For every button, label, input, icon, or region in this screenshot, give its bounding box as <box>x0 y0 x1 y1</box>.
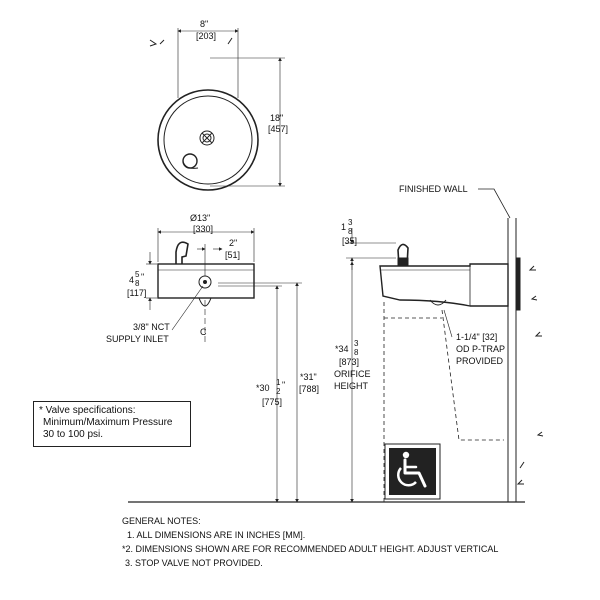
offset-dim-mm: [51] <box>225 250 240 260</box>
width-dim-label: 8" <box>200 19 208 29</box>
diameter-dim-mm: [330] <box>193 224 213 234</box>
dim-30-den: 2 <box>276 387 281 396</box>
valve-note-line1: * Valve specifications: <box>39 405 136 416</box>
side-view <box>128 188 544 503</box>
general-note-1: 1. ALL DIMENSIONS ARE IN INCHES [MM]. <box>127 530 306 540</box>
offset-dim-label: 2" <box>229 238 237 248</box>
dim-31-mm: [788] <box>299 384 319 394</box>
diameter-dim-label: Ø13" <box>190 213 210 223</box>
ptrap-side <box>429 299 447 306</box>
general-note-2: *2. DIMENSIONS SHOWN ARE FOR RECOMMENDED… <box>122 544 499 554</box>
orifice-den: 8 <box>354 348 359 357</box>
bowl-inner-top <box>163 95 253 185</box>
top-dim-num: 3 <box>348 218 353 227</box>
top-dim-whole: 1 <box>341 222 346 232</box>
bowl-height-unit: " <box>141 272 144 282</box>
mounting-plate <box>515 257 521 311</box>
top-dim-mm: [35] <box>342 236 357 246</box>
bubbler-front <box>175 241 189 264</box>
orifice-label1: ORIFICE <box>334 369 371 379</box>
drain-top <box>199 130 215 146</box>
bubbler-side <box>397 243 409 267</box>
supply-inlet-line1: 3/8" NCT <box>133 322 170 332</box>
depth-dim-label: 18" <box>270 113 283 123</box>
orifice-num: 3 <box>354 339 359 348</box>
orifice-label2: HEIGHT <box>334 381 369 391</box>
accessibility-icon <box>384 443 441 500</box>
valve-note-line2: Minimum/Maximum Pressure <box>43 417 173 428</box>
dim-31-label: *31" <box>300 372 317 382</box>
dim-30-whole: *30 <box>256 383 270 393</box>
ptrap-line3: PROVIDED <box>456 356 504 366</box>
bowl-height-mm: [117] <box>127 288 146 298</box>
dim-30-unit: " <box>282 380 285 390</box>
centerline-symbol: C <box>200 327 207 337</box>
bowl-side <box>379 263 509 307</box>
valve-note-line3: 30 to 100 psi. <box>43 429 104 440</box>
front-view <box>146 228 302 503</box>
width-dim-mm: [203] <box>196 31 216 41</box>
supply-inlet-line2: SUPPLY INLET <box>106 334 169 344</box>
general-notes: GENERAL NOTES: 1. ALL DIMENSIONS ARE IN … <box>122 514 498 570</box>
bowl-front <box>157 263 255 299</box>
top-view <box>149 28 285 191</box>
depth-dim-mm: [457] <box>268 124 288 134</box>
orifice-mm: [873] <box>339 357 359 367</box>
bowl-height-den: 8 <box>135 279 140 288</box>
top-dim-den: 8 <box>348 227 353 236</box>
ptrap-line1: 1-1/4" [32] <box>456 332 497 342</box>
finished-wall-label: FINISHED WALL <box>399 184 468 194</box>
ptrap-line2: OD P-TRAP <box>456 344 505 354</box>
bowl-outline-top <box>157 89 259 191</box>
general-notes-title: GENERAL NOTES: <box>122 516 201 526</box>
general-note-3: 3. STOP VALVE NOT PROVIDED. <box>125 558 263 568</box>
bowl-height-num: 5 <box>135 270 140 279</box>
bowl-height-whole: 4 <box>129 275 134 285</box>
valve-spec-note: * Valve specifications: Minimum/Maximum … <box>33 401 191 447</box>
dim-30-mm: [775] <box>262 397 282 407</box>
dim-30-num: 1 <box>276 378 281 387</box>
orifice-whole: *34 <box>335 344 349 354</box>
